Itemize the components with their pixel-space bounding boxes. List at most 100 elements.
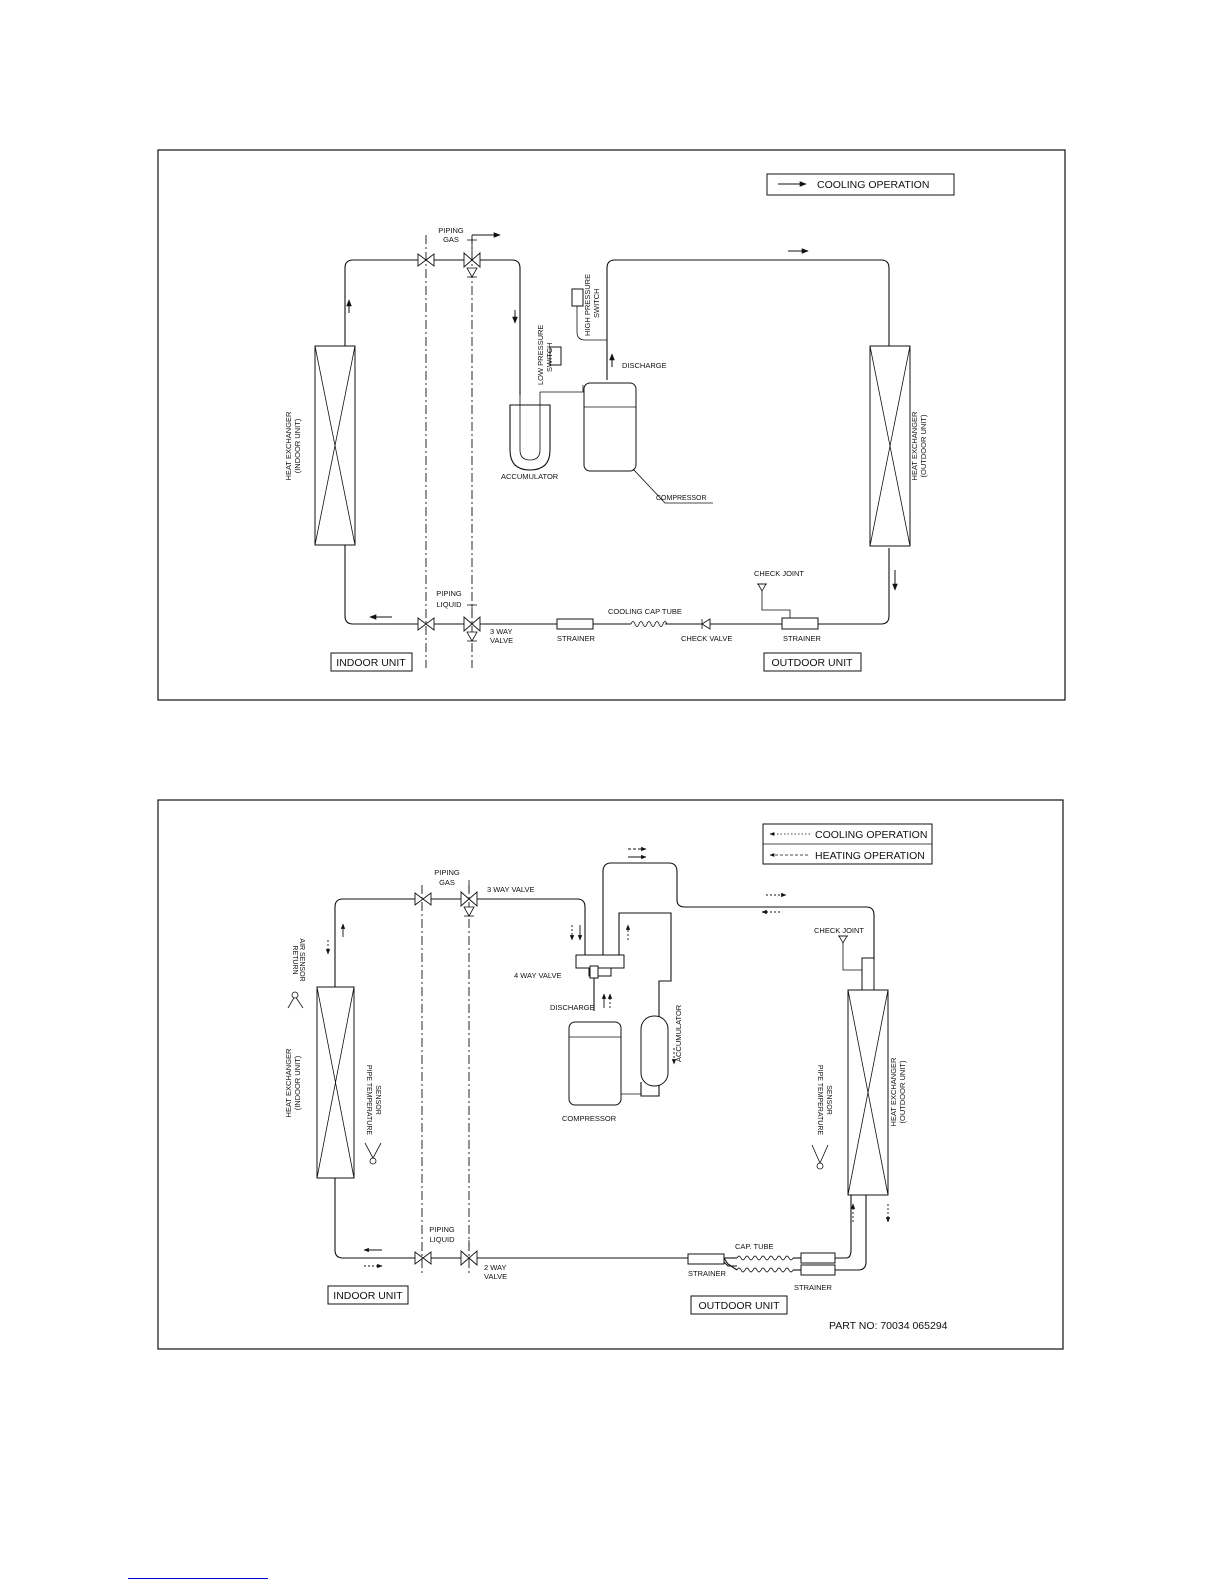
- label-piping-liquid-2: LIQUID: [436, 600, 462, 609]
- strainer-right-2b: [800, 1264, 836, 1276]
- lower-left-pipe: [344, 545, 421, 625]
- footer-rule: [128, 1578, 268, 1579]
- liquid-3-way-valve: [463, 604, 481, 642]
- legend-cooling-text: COOLING OPERATION: [817, 179, 929, 191]
- label-pipe-temp-right-1: PIPE TEMPERATURE: [816, 1065, 823, 1135]
- label-strainer-right-2: STRAINER: [794, 1283, 833, 1292]
- liquid-service-valve-2: [414, 1251, 432, 1265]
- label-compressor-2: COMPRESSOR: [562, 1114, 617, 1123]
- label-piping-gas-1: PIPING: [438, 226, 464, 235]
- indoor-unit-label: INDOOR UNIT: [336, 657, 406, 669]
- accumulator: [509, 385, 584, 471]
- label-piping-liquid-2-1: PIPING: [429, 1225, 455, 1234]
- label-discharge: DISCHARGE: [622, 361, 667, 370]
- label-hx-indoor-2-2: (INDOOR UNIT): [293, 1055, 302, 1110]
- outdoor-unit-tag: OUTDOOR UNIT: [763, 652, 862, 672]
- return-air-sensor: [287, 991, 304, 1009]
- indoor-unit-tag-2: INDOOR UNIT: [327, 1285, 409, 1305]
- outdoor-unit-label: OUTDOOR UNIT: [771, 657, 853, 669]
- strainer-right-2a: [800, 1252, 836, 1264]
- pipe-temperature-sensor-right: [811, 1144, 829, 1170]
- heat-pump-refrigerant-diagram: COOLING OPERATION HEATING OPERATION: [157, 799, 1064, 1350]
- check-valve: [701, 618, 711, 630]
- cooling-only-refrigerant-diagram: COOLING OPERATION: [157, 149, 1066, 701]
- label-high-pressure-2: SWITCH: [592, 288, 601, 318]
- label-piping-gas-2: GAS: [443, 235, 459, 244]
- gas-3-way-valve-2: [460, 880, 478, 917]
- label-strainer-right: STRAINER: [783, 634, 822, 643]
- check-joint-2: [838, 935, 862, 971]
- label-3-way-valve-2: VALVE: [490, 636, 513, 645]
- label-return-air-1: RETURN: [291, 945, 298, 974]
- legend-cooling-text-2: COOLING OPERATION: [815, 829, 927, 841]
- label-low-pressure-2: SWITCH: [545, 342, 554, 372]
- label-3-way-valve-top: 3 WAY VALVE: [487, 885, 535, 894]
- label-return-air-2: AIR SENSOR: [298, 938, 305, 981]
- gas-3-way-valve: [463, 239, 481, 278]
- label-piping-gas-2-1: PIPING: [434, 868, 460, 877]
- accumulator-2: [640, 1015, 669, 1087]
- label-cooling-cap-tube: COOLING CAP TUBE: [608, 607, 682, 616]
- label-hx-indoor-2: (INDOOR UNIT): [293, 418, 302, 473]
- right-pipe: [606, 259, 890, 380]
- label-hx-outdoor-2-2: (OUTDOOR UNIT): [898, 1060, 907, 1123]
- label-piping-gas-2-2: GAS: [439, 878, 455, 887]
- high-pressure-switch: [571, 288, 584, 307]
- label-accumulator: ACCUMULATOR: [501, 472, 559, 481]
- indoor-heat-exchanger: [314, 345, 356, 546]
- label-pipe-temp-right-2: SENSOR: [825, 1085, 832, 1115]
- label-compressor: COMPRESSOR: [656, 495, 707, 502]
- label-piping-liquid-2-2: LIQUID: [429, 1235, 455, 1244]
- label-discharge-2: DISCHARGE: [550, 1003, 595, 1012]
- label-check-valve: CHECK VALVE: [681, 634, 732, 643]
- label-4-way-valve: 4 WAY VALVE: [514, 971, 562, 980]
- diagram-1-frame: [157, 149, 1066, 701]
- flow-arrows-2: [325, 846, 891, 1269]
- part-number: PART NO: 70034 065294: [829, 1320, 948, 1332]
- label-piping-liquid-1: PIPING: [436, 589, 462, 598]
- label-low-pressure-1: LOW PRESSURE: [536, 325, 545, 385]
- label-check-joint-2: CHECK JOINT: [814, 926, 864, 935]
- legend-heating-text: HEATING OPERATION: [815, 850, 925, 862]
- label-2-way-valve-2: VALVE: [484, 1272, 507, 1281]
- outdoor-heat-exchanger-2: [847, 957, 889, 1196]
- label-hx-outdoor-2-1: HEAT EXCHANGER: [889, 1057, 898, 1126]
- indoor-unit-label-2: INDOOR UNIT: [333, 1290, 403, 1302]
- indoor-heat-exchanger-2: [316, 986, 355, 1179]
- label-high-pressure-1: HIGH PRESSURE: [583, 274, 592, 336]
- strainer-right: [781, 617, 819, 630]
- label-hx-indoor-1: HEAT EXCHANGER: [284, 411, 293, 480]
- four-way-valve: [575, 954, 625, 979]
- pipe-temperature-sensor-left: [364, 1142, 382, 1165]
- gas-service-valve: [417, 253, 435, 267]
- strainer-left-2: [687, 1253, 725, 1265]
- compressor-2: [568, 1021, 622, 1106]
- label-hx-outdoor-2: (OUTDOOR UNIT): [919, 414, 928, 477]
- low-pressure-switch: [549, 346, 562, 366]
- label-accumulator-2: ACCUMULATOR: [674, 1004, 683, 1062]
- diagram-2-frame: [157, 799, 1064, 1350]
- legend-cooling-heating: COOLING OPERATION HEATING OPERATION: [762, 823, 933, 865]
- cooling-cap-tube: [630, 621, 668, 627]
- label-cap-tube: CAP. TUBE: [735, 1242, 774, 1251]
- left-pipe: [344, 259, 421, 346]
- flow-arrows: [346, 232, 898, 620]
- label-hx-outdoor-1: HEAT EXCHANGER: [910, 411, 919, 480]
- liquid-service-valve: [417, 617, 435, 631]
- label-pipe-temp-left-1: PIPE TEMPERATURE: [365, 1065, 372, 1135]
- gas-service-valve-2: [414, 892, 432, 906]
- outdoor-unit-tag-2: OUTDOOR UNIT: [690, 1295, 788, 1315]
- liquid-2-way-valve: [460, 1240, 478, 1266]
- outdoor-heat-exchanger: [869, 345, 911, 547]
- label-strainer-left: STRAINER: [557, 634, 596, 643]
- label-hx-indoor-2-1: HEAT EXCHANGER: [284, 1048, 293, 1117]
- label-strainer-left-2: STRAINER: [688, 1269, 727, 1278]
- label-2-way-valve-1: 2 WAY: [484, 1263, 507, 1272]
- label-check-joint: CHECK JOINT: [754, 569, 804, 578]
- check-joint: [757, 583, 791, 618]
- outdoor-unit-label-2: OUTDOOR UNIT: [698, 1300, 780, 1312]
- compressor: [583, 382, 637, 472]
- legend-cooling: COOLING OPERATION: [766, 173, 955, 196]
- label-3-way-valve-1: 3 WAY: [490, 627, 513, 636]
- label-pipe-temp-left-2: SENSOR: [374, 1085, 381, 1115]
